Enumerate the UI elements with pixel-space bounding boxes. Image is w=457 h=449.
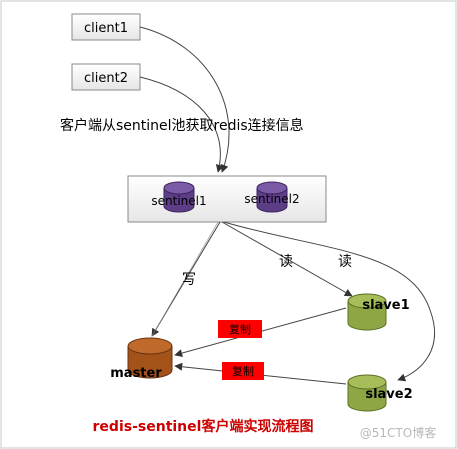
sentinel-pool-box — [127, 175, 327, 223]
read-label-1: 读 — [279, 253, 293, 270]
client1-box: client1 — [71, 13, 141, 41]
sentinel2-label: sentinel2 — [244, 192, 299, 206]
slave2-label: slave2 — [365, 387, 412, 402]
client1-label: client1 — [84, 21, 128, 36]
sentinel1-node: sentinel1 — [151, 181, 207, 213]
write-label: 写 — [182, 272, 196, 288]
sentinel2-node: sentinel2 — [244, 181, 300, 213]
watermark: @51CTO博客 — [360, 425, 436, 440]
replicate-badge-1: 复制 — [218, 320, 262, 338]
replicate-label-2: 复制 — [232, 364, 254, 378]
pool-caption: 客户端从sentinel池获取redis连接信息 — [60, 117, 304, 134]
read-edge-slave1 — [221, 221, 353, 297]
sentinel1-label: sentinel1 — [151, 194, 206, 208]
master-node: master — [110, 337, 173, 381]
replicate-badge-2: 复制 — [222, 362, 264, 380]
client2-box: client2 — [71, 63, 141, 91]
read-edge-slave2 — [223, 221, 436, 382]
diagram-title: redis-sentinel客户端实现流程图 — [93, 418, 314, 435]
client2-to-pool-edge — [139, 76, 224, 173]
slave1-label: slave1 — [362, 298, 409, 313]
slave1-node: slave1 — [347, 293, 410, 331]
client1-to-pool-edge — [139, 26, 230, 173]
slave2-node: slave2 — [347, 374, 413, 412]
write-edge-shadow — [151, 221, 219, 337]
read-label-2: 读 — [338, 253, 352, 270]
master-label: master — [110, 366, 162, 381]
replicate-label-1: 复制 — [229, 322, 251, 336]
client2-label: client2 — [84, 71, 128, 86]
